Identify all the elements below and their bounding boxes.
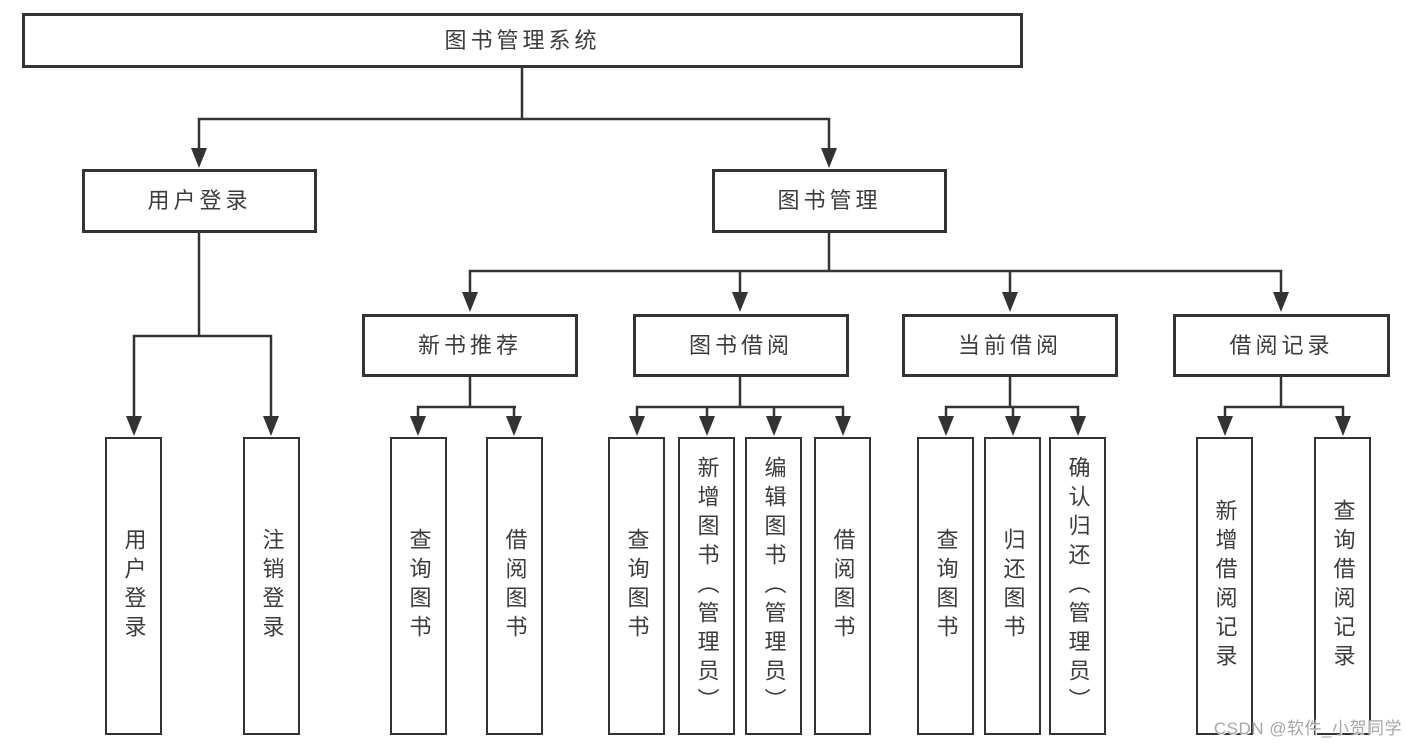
node-user-login: 用户登录 <box>82 169 317 233</box>
node-label: 借阅图书 <box>502 528 528 644</box>
node-label: 当前借阅 <box>957 332 1062 358</box>
node-label: 图书管理系统 <box>444 27 601 53</box>
node-label: 借阅图书 <box>830 528 856 644</box>
node-label: 确认归还（管理员） <box>1065 455 1091 717</box>
node-current-query-books: 查询图书 <box>917 437 974 735</box>
node-borrowing-borrow-books: 借阅图书 <box>814 437 871 735</box>
node-label: 用户登录 <box>147 188 252 213</box>
node-records-add-borrow-record: 新增借阅记录 <box>1196 437 1253 735</box>
node-label: 图书管理 <box>777 188 882 213</box>
node-label: 新增借阅记录 <box>1212 499 1238 673</box>
csdn-watermark: CSDN @软件_小贺同学 <box>1213 719 1402 738</box>
node-label: 查询图书 <box>406 528 432 644</box>
node-label: 新增图书（管理员） <box>694 455 720 717</box>
node-label: 注销登录 <box>259 528 285 644</box>
node-book-management: 图书管理 <box>712 169 947 233</box>
node-label: 借阅记录 <box>1229 332 1334 358</box>
node-records-query-borrow-record: 查询借阅记录 <box>1314 437 1371 735</box>
node-book-borrowing: 图书借阅 <box>633 314 849 377</box>
node-library-management-system: 图书管理系统 <box>22 13 1023 68</box>
node-label: 编辑图书（管理员） <box>761 455 787 717</box>
node-label: 新书推荐 <box>417 332 522 358</box>
node-borrow-records: 借阅记录 <box>1173 314 1390 377</box>
node-newbook-borrow-books: 借阅图书 <box>486 437 543 735</box>
node-current-return-books: 归还图书 <box>984 437 1041 735</box>
node-current-borrowing: 当前借阅 <box>902 314 1118 377</box>
node-new-book-recommend: 新书推荐 <box>362 314 578 377</box>
node-login-user-login: 用户登录 <box>105 437 162 735</box>
node-label: 查询借阅记录 <box>1330 499 1356 673</box>
node-label: 图书借阅 <box>688 332 793 358</box>
node-borrowing-edit-books-admin: 编辑图书（管理员） <box>745 437 802 735</box>
node-label: 查询图书 <box>933 528 959 644</box>
node-borrowing-query-books: 查询图书 <box>608 437 665 735</box>
node-label: 归还图书 <box>1000 528 1026 644</box>
node-borrowing-add-books-admin: 新增图书（管理员） <box>678 437 735 735</box>
node-label: 用户登录 <box>121 528 147 644</box>
node-newbook-query-books: 查询图书 <box>390 437 447 735</box>
node-login-logout: 注销登录 <box>243 437 300 735</box>
node-current-confirm-return-admin: 确认归还（管理员） <box>1049 437 1106 735</box>
node-label: 查询图书 <box>624 528 650 644</box>
